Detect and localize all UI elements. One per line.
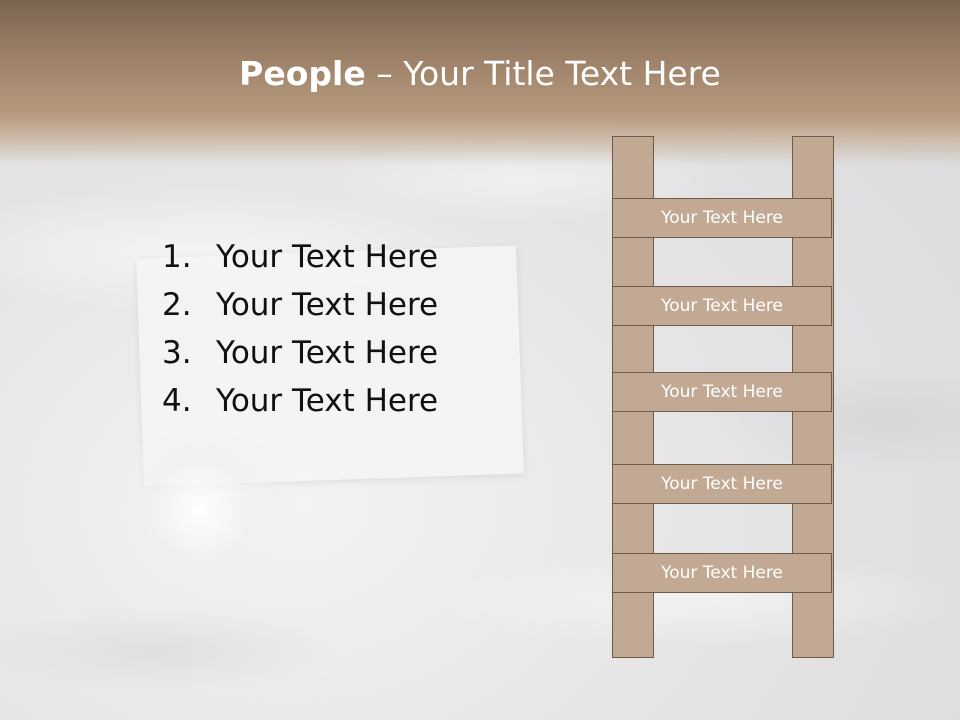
background-flower-image — [90, 430, 310, 610]
ladder-step: Your Text Here — [612, 286, 832, 326]
slide-title: People – Your Title Text Here — [0, 52, 960, 96]
list-number: 1. — [162, 239, 192, 275]
ladder-step: Your Text Here — [612, 372, 832, 412]
ladder-step: Your Text Here — [612, 553, 832, 593]
list-text: Your Text Here — [216, 383, 439, 419]
ladder-step: Your Text Here — [612, 198, 832, 238]
ladder-diagram: Your Text Here Your Text Here Your Text … — [612, 136, 834, 658]
ladder-step: Your Text Here — [612, 464, 832, 504]
list-number: 4. — [162, 383, 192, 419]
title-bold: People — [239, 54, 366, 93]
list-item: 4. Your Text Here — [162, 377, 438, 425]
list-text: Your Text Here — [216, 287, 439, 323]
title-rest: – Your Title Text Here — [365, 54, 721, 93]
list-item: 2. Your Text Here — [162, 281, 438, 329]
numbered-list: 1. Your Text Here 2. Your Text Here 3. Your… — [162, 233, 438, 425]
list-number: 3. — [162, 335, 192, 371]
list-item: 3. Your Text Here — [162, 329, 438, 377]
list-number: 2. — [162, 287, 192, 323]
list-item: 1. Your Text Here — [162, 233, 438, 281]
list-text: Your Text Here — [216, 335, 439, 371]
list-text: Your Text Here — [216, 239, 439, 275]
